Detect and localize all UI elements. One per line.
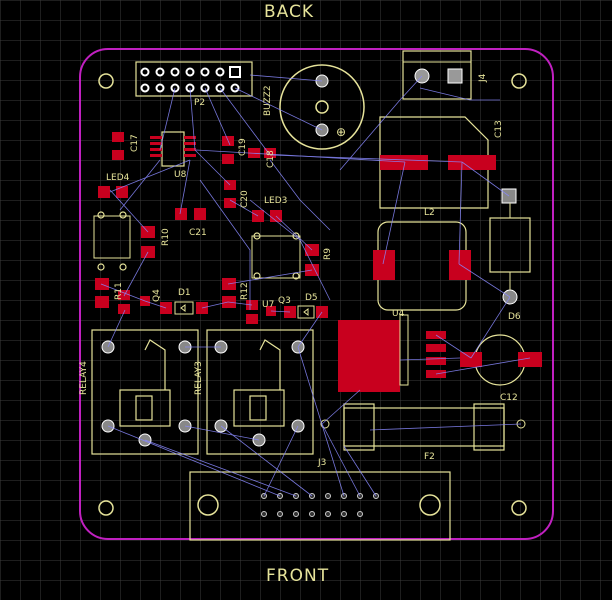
relay4[interactable] <box>91 329 199 455</box>
label-q3: Q3 <box>278 296 291 306</box>
label-c18: C18 <box>266 150 276 168</box>
mounting-holes <box>98 73 527 516</box>
label-l2: L2 <box>424 208 435 218</box>
j3-connector[interactable] <box>189 471 451 541</box>
label-r10: R10 <box>161 228 171 246</box>
svg-text:⊕: ⊕ <box>336 125 346 139</box>
label-led4: LED4 <box>106 173 130 183</box>
c12-capacitor[interactable] <box>320 334 542 429</box>
label-j3: J3 <box>318 458 327 468</box>
c13-capacitor[interactable] <box>379 116 496 209</box>
label-u8: U8 <box>174 170 187 180</box>
board-outline <box>79 48 554 540</box>
small-vias <box>97 211 300 280</box>
label-c12: C12 <box>500 393 518 403</box>
label-j4: J4 <box>478 73 488 82</box>
label-c20: C20 <box>240 190 250 208</box>
label-c21: C21 <box>189 228 207 238</box>
back-label: BACK <box>264 2 315 22</box>
label-led3: LED3 <box>264 196 288 206</box>
f2-fuse[interactable] <box>343 403 505 451</box>
label-p2: P2 <box>194 98 206 108</box>
label-c13: C13 <box>494 120 504 138</box>
label-u4: U4 <box>392 309 405 319</box>
relay3[interactable] <box>206 329 314 455</box>
label-u7: U7 <box>262 300 275 310</box>
label-d1: D1 <box>178 288 191 298</box>
label-r12: R12 <box>240 282 250 300</box>
label-relay4: RELAY4 <box>79 361 89 395</box>
label-c17: C17 <box>130 134 140 152</box>
ratsnest-lines <box>100 74 531 497</box>
label-q4: Q4 <box>152 289 162 302</box>
label-r11: R11 <box>114 282 124 300</box>
u4-regulator[interactable] <box>338 314 446 392</box>
label-d5: D5 <box>305 293 318 303</box>
u8-chip[interactable] <box>150 131 196 167</box>
label-c19: C19 <box>238 138 248 156</box>
label-relay3: RELAY3 <box>194 361 204 395</box>
buzz2-buzzer[interactable]: ⊕ <box>279 64 365 150</box>
front-label: FRONT <box>266 566 330 586</box>
label-r9: R9 <box>323 248 333 260</box>
l2-inductor[interactable] <box>373 221 471 311</box>
label-d6: D6 <box>508 312 521 322</box>
silk-outlines <box>93 215 315 319</box>
label-buzz2: BUZZ2 <box>263 85 273 116</box>
label-f2: F2 <box>424 452 435 462</box>
p2-header[interactable] <box>135 61 253 97</box>
